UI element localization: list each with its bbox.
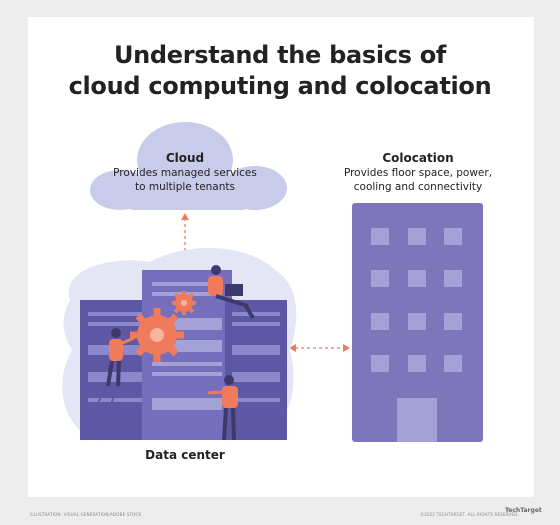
page-title: Understand the basics of cloud computing… (0, 40, 560, 102)
data-center-heading: Data center (145, 448, 225, 462)
data-center-label: Data center (120, 447, 250, 463)
colocation-label: Colocation Provides floor space, power, … (335, 150, 501, 194)
building-windows (371, 228, 462, 372)
cloud-shape (90, 122, 287, 210)
cloud-heading: Cloud (165, 151, 205, 165)
datacenter-to-colocation-connector (289, 344, 350, 352)
person-with-laptop (208, 265, 255, 320)
server-rack-left (80, 300, 150, 440)
building-door (397, 398, 437, 442)
gear-icon-large (130, 308, 184, 362)
cloud-description-line-1: Provides managed services (113, 167, 257, 179)
server-rack-right (225, 300, 287, 440)
ladder (81, 384, 119, 441)
title-line-2: cloud computing and colocation (68, 72, 492, 100)
techtarget-logo: TechTarget (505, 507, 542, 514)
title-line-1: Understand the basics of (113, 41, 447, 69)
gear-icon-small (172, 291, 196, 315)
illustration-credit: ILLUSTRATION: VISUAL GENERATION/ADOBE ST… (30, 512, 142, 517)
colocation-heading: Colocation (382, 151, 454, 165)
colocation-building (352, 203, 483, 442)
colocation-description-line-2: cooling and connectivity (353, 181, 483, 193)
cloud-description-line-2: to multiple tenants (134, 181, 235, 193)
person-standing (207, 375, 238, 441)
colocation-description-line-1: Provides floor space, power, (343, 167, 493, 179)
person-on-ladder (106, 328, 135, 387)
copyright-notice: ©2022 TECHTARGET. ALL RIGHTS RESERVED. (420, 512, 519, 517)
cloud-label: Cloud Provides managed services to multi… (105, 150, 265, 194)
